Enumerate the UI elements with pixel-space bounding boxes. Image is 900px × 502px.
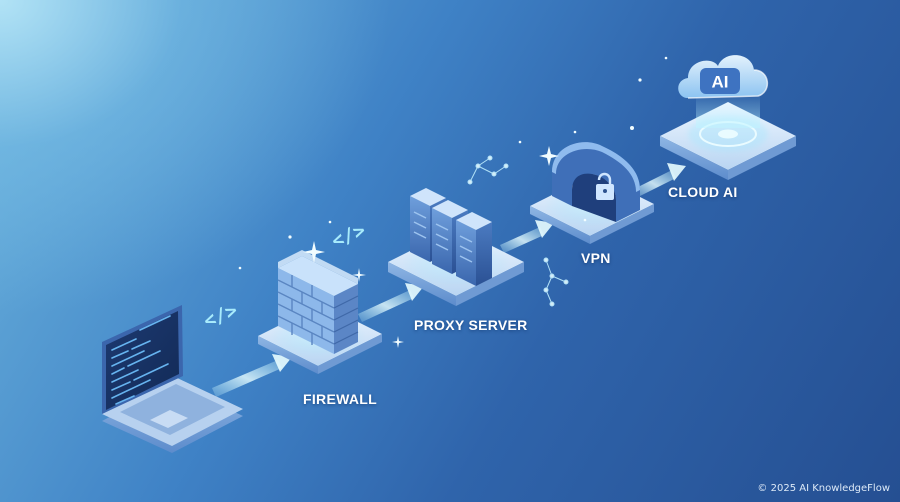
arrow-laptop-to-firewall [212, 354, 292, 397]
sparkle-icon [518, 140, 522, 144]
ai-badge-text: AI [712, 73, 729, 92]
proxy-server-label: PROXY SERVER [414, 317, 528, 333]
copyright-text: © 2025 AI KnowledgeFlow [757, 483, 890, 494]
sparkle-icon [288, 235, 292, 239]
server-rack-icon [456, 212, 492, 286]
firewall-node [258, 250, 382, 374]
constellation-icon [467, 155, 509, 185]
firewall-label: FIREWALL [303, 391, 377, 407]
sparkle-icon [392, 336, 404, 348]
sparkle-icon [238, 266, 242, 270]
sparkle-icon [630, 126, 634, 130]
brick-wall-icon [277, 250, 359, 354]
code-icon: </> [201, 299, 241, 332]
vpn-label: VPN [581, 250, 611, 266]
sparkle-icon [583, 218, 587, 222]
sparkle-icon [303, 241, 325, 263]
vpn-node [530, 142, 654, 244]
laptop-icon [102, 305, 243, 453]
padlock-icon [596, 172, 614, 200]
cloud-ai-node: AI [660, 55, 796, 180]
sparkle-icon [539, 146, 559, 166]
sparkle-icon [328, 220, 332, 224]
ai-badge [700, 68, 740, 94]
arrow-proxy-to-vpn [500, 220, 554, 253]
code-icon: </> [329, 219, 369, 252]
constellation-icon [543, 257, 569, 307]
cloud-ai-label: CLOUD AI [668, 184, 738, 200]
sparkle-icon [573, 130, 577, 134]
sparkle-icon [664, 56, 668, 60]
proxy-server-node [388, 188, 524, 306]
sparkle-icon [638, 78, 642, 82]
sparkle-icon [352, 268, 366, 282]
connection-arrows [212, 163, 686, 397]
arrow-vpn-to-cloud [632, 163, 686, 198]
